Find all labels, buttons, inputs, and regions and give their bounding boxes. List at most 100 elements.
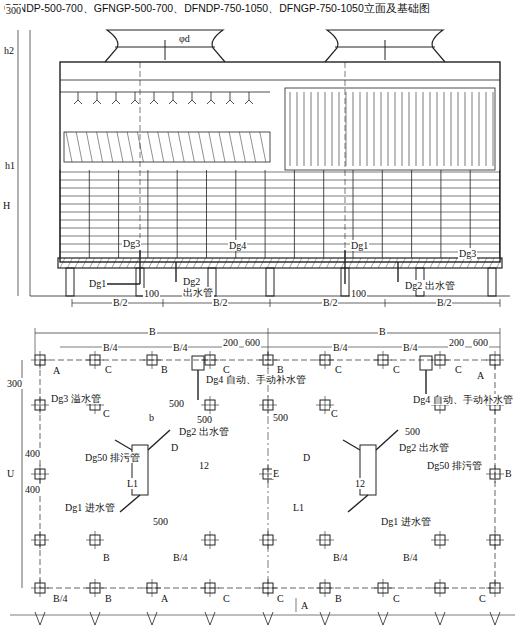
dimension-line	[30, 30, 31, 62]
plan-label: C	[276, 593, 285, 604]
support-leg	[488, 268, 496, 296]
basin-hatch	[67, 258, 72, 268]
post	[177, 170, 178, 258]
basin	[58, 258, 502, 268]
pipe-name: 出水管	[182, 287, 214, 298]
basin-hatch	[489, 258, 494, 268]
center-line	[140, 62, 141, 258]
pad-axis	[268, 351, 269, 369]
plan-label: b	[148, 412, 155, 423]
plan-label: B/4	[172, 552, 188, 563]
fill-slat	[325, 92, 326, 166]
fill-hatch	[260, 132, 266, 162]
plan-label: 200	[222, 337, 239, 348]
basin-hatch	[60, 258, 65, 268]
basin-hatch	[304, 258, 309, 268]
fan-shaft	[165, 40, 166, 60]
pipe	[376, 430, 398, 450]
nozzle	[230, 92, 231, 100]
footing-section	[35, 612, 45, 625]
center-line	[345, 62, 346, 258]
pipe-label: Dg2 出水管	[404, 280, 456, 291]
louver	[60, 212, 500, 213]
basin-hatch	[104, 258, 109, 268]
pipe-size: Dg3	[122, 238, 141, 249]
pad-axis	[440, 531, 441, 549]
louver	[60, 204, 500, 205]
fill-slat	[479, 92, 480, 166]
basin-hatch	[349, 258, 354, 268]
basin-hatch	[230, 258, 235, 268]
footing-section	[147, 612, 157, 625]
fill-hatch	[107, 132, 113, 162]
dimension-tick	[500, 299, 501, 307]
footing-section	[320, 612, 330, 625]
nozzle	[192, 92, 193, 100]
fill-slat	[493, 92, 494, 166]
plan-label: 300	[6, 378, 23, 389]
plan-label: L1	[292, 502, 305, 513]
fill-slat	[395, 92, 396, 166]
pipe	[120, 495, 140, 512]
pad-axis	[440, 579, 441, 597]
nozzle	[112, 100, 120, 104]
dimension-line	[30, 62, 31, 296]
plan-label: 500	[272, 412, 289, 423]
plan-label: A	[160, 593, 169, 604]
dimension: B/2	[322, 297, 338, 308]
valve	[420, 356, 432, 370]
plan-label: 600	[472, 337, 489, 348]
drawing-line	[60, 92, 270, 93]
dimension: B/2	[212, 297, 228, 308]
plan-label: A	[476, 370, 485, 381]
tower-casing	[60, 62, 500, 262]
basin-hatch	[408, 258, 413, 268]
nozzle	[78, 92, 79, 100]
pad-axis	[210, 396, 211, 414]
basin-hatch	[215, 258, 220, 268]
nozzle	[131, 100, 139, 104]
fan-stack	[325, 30, 445, 62]
plan-label: Dg3 溢水管	[50, 393, 102, 404]
pad-axis	[40, 579, 41, 597]
fill-slat	[304, 92, 305, 166]
fill-hatch	[188, 132, 194, 162]
fill-slat	[465, 92, 466, 166]
pad-axis	[325, 579, 326, 597]
plan-label: B/4	[332, 552, 348, 563]
basin-hatch	[474, 258, 479, 268]
pad-axis	[210, 531, 211, 549]
plan-label: C	[222, 593, 231, 604]
post	[118, 170, 119, 258]
fill-hatch	[148, 132, 154, 162]
basin-hatch	[141, 258, 146, 268]
pipe	[148, 430, 170, 450]
nozzle	[154, 92, 155, 100]
nozzle	[211, 92, 212, 100]
ground-line	[10, 615, 515, 616]
nozzle	[226, 100, 234, 104]
post	[411, 170, 412, 258]
basin-hatch	[452, 258, 457, 268]
pad-axis	[152, 351, 153, 369]
pad-axis	[325, 396, 326, 414]
plan-label: Dg50 排污管	[84, 452, 141, 463]
pad-axis	[383, 351, 384, 369]
pad-axis	[268, 465, 269, 483]
fill-hatch	[229, 132, 235, 162]
basin-hatch	[112, 258, 117, 268]
dimension-line	[296, 598, 297, 612]
basin-hatch	[423, 258, 428, 268]
plan-label: B/4	[332, 342, 348, 353]
plan-label: Dg2 出水管	[398, 442, 450, 453]
footing-section	[435, 612, 445, 625]
fill-slat	[346, 92, 347, 166]
fill-hatch	[86, 132, 92, 162]
pad-axis	[95, 351, 96, 369]
pipe	[397, 262, 398, 282]
plan-label: C	[104, 364, 113, 375]
fill-pack	[64, 132, 270, 162]
basin-hatch	[119, 258, 124, 268]
nozzle	[150, 100, 158, 104]
plan-label: C	[334, 364, 343, 375]
